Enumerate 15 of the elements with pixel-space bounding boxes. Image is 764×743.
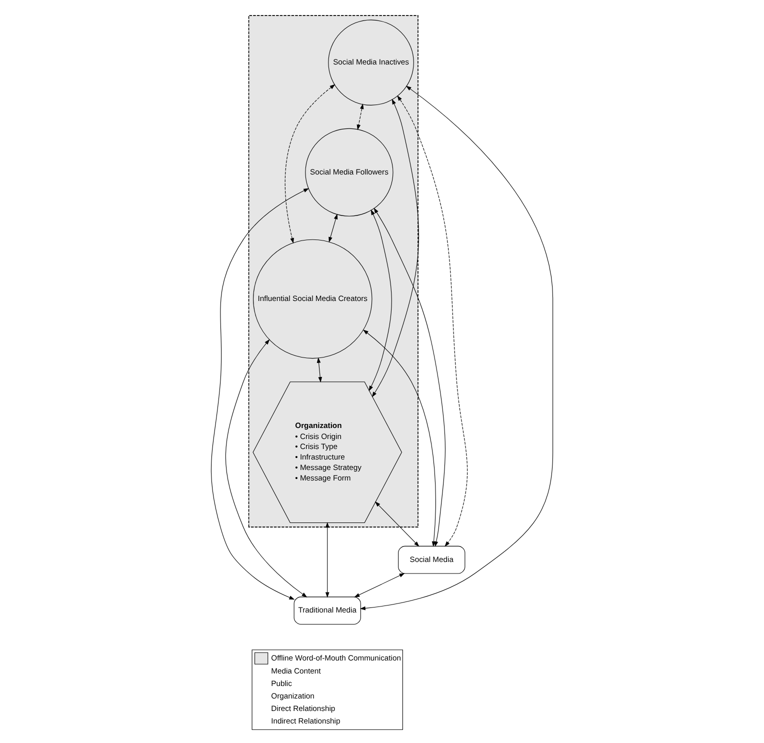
arrow <box>372 98 419 398</box>
arrow <box>368 209 392 392</box>
arrow <box>356 104 364 130</box>
arrow <box>362 330 436 547</box>
arrow <box>354 573 405 598</box>
arrow <box>374 208 446 547</box>
arrow <box>211 188 310 600</box>
arrow <box>360 86 554 610</box>
arrow <box>328 214 338 242</box>
arrow <box>397 95 468 547</box>
arrow <box>374 501 420 547</box>
arrow <box>284 84 336 244</box>
arrow <box>325 522 330 598</box>
arrow <box>316 357 322 383</box>
arrow <box>225 339 308 598</box>
